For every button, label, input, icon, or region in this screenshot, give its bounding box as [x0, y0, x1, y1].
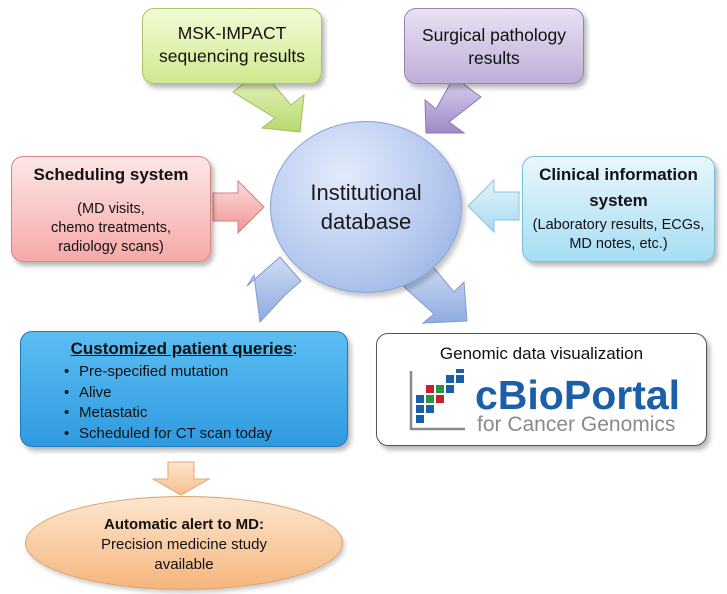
patient-queries-title-text: Customized patient queries — [70, 339, 293, 358]
cbioportal-logo-tagline: for Cancer Genomics — [477, 413, 675, 436]
institutional-database-node: Institutional database — [270, 121, 462, 293]
surgical-pathology-line-2: results — [468, 48, 520, 68]
md-alert-title: Automatic alert to MD: — [26, 515, 342, 535]
arrow-clinical-to-database — [467, 178, 520, 234]
genomic-visualization-title: Genomic data visualization — [439, 344, 644, 363]
query-criteria-item: Alive — [64, 383, 347, 404]
surgical-pathology-line-1: Surgical pathology — [422, 25, 566, 45]
clinical-info-detail-2: MD notes, etc.) — [569, 236, 668, 252]
arrow-database-to-queries — [246, 256, 302, 324]
md-alert-title-colon: : — [259, 516, 264, 533]
msk-impact-box: MSK-IMPACT sequencing results — [142, 8, 322, 84]
patient-queries-title: Customized patient queries: — [21, 338, 347, 359]
query-criteria-list: Pre-specified mutation Alive Metastatic … — [21, 362, 347, 444]
query-criteria-item: Pre-specified mutation — [64, 362, 347, 383]
scheduling-detail-1: (MD visits, — [77, 201, 145, 217]
arrow-scheduling-to-database — [212, 179, 265, 235]
scheduling-detail-2: chemo treatments, — [50, 220, 172, 236]
md-alert-ellipse: Automatic alert to MD: Precision medicin… — [25, 496, 343, 590]
query-criteria-item: Scheduled for CT scan today — [64, 424, 347, 445]
msk-impact-line-1: MSK-IMPACT — [177, 23, 287, 43]
clinical-information-box: Clinical information system (Laboratory … — [522, 156, 715, 262]
patient-queries-box: Customized patient queries: Pre-specifie… — [20, 331, 348, 447]
surgical-pathology-box: Surgical pathology results — [404, 8, 584, 84]
msk-impact-line-2: sequencing results — [159, 46, 305, 66]
cbioportal-logo: cBioPortal for Cancer Genomics — [409, 369, 680, 436]
arrow-queries-to-alert — [151, 461, 211, 496]
clinical-info-title-2: system — [589, 191, 648, 210]
md-alert-line-1: Precision medicine study — [101, 536, 267, 553]
scheduling-system-box: Scheduling system (MD visits, chemo trea… — [11, 156, 211, 262]
database-label-line-1: Institutional — [310, 180, 422, 205]
clinical-info-title-1: Clinical information — [539, 165, 698, 184]
query-criteria-item: Metastatic — [64, 403, 347, 424]
clinical-info-detail-1: (Laboratory results, ECGs, — [532, 217, 705, 233]
scheduling-system-title: Scheduling system — [33, 165, 189, 184]
md-alert-line-2: available — [154, 556, 214, 573]
cbioportal-logo-name: cBioPortal — [475, 372, 680, 418]
arrow-pathology-to-database — [424, 76, 482, 134]
database-label-line-2: database — [320, 209, 412, 234]
cbioportal-logo-mark — [409, 369, 465, 431]
scheduling-detail-3: radiology scans) — [58, 239, 164, 255]
genomic-visualization-box: Genomic data visualization cBioPortal fo… — [376, 333, 707, 446]
patient-queries-title-colon: : — [292, 339, 298, 358]
md-alert-title-text: Automatic alert to MD — [103, 516, 259, 533]
